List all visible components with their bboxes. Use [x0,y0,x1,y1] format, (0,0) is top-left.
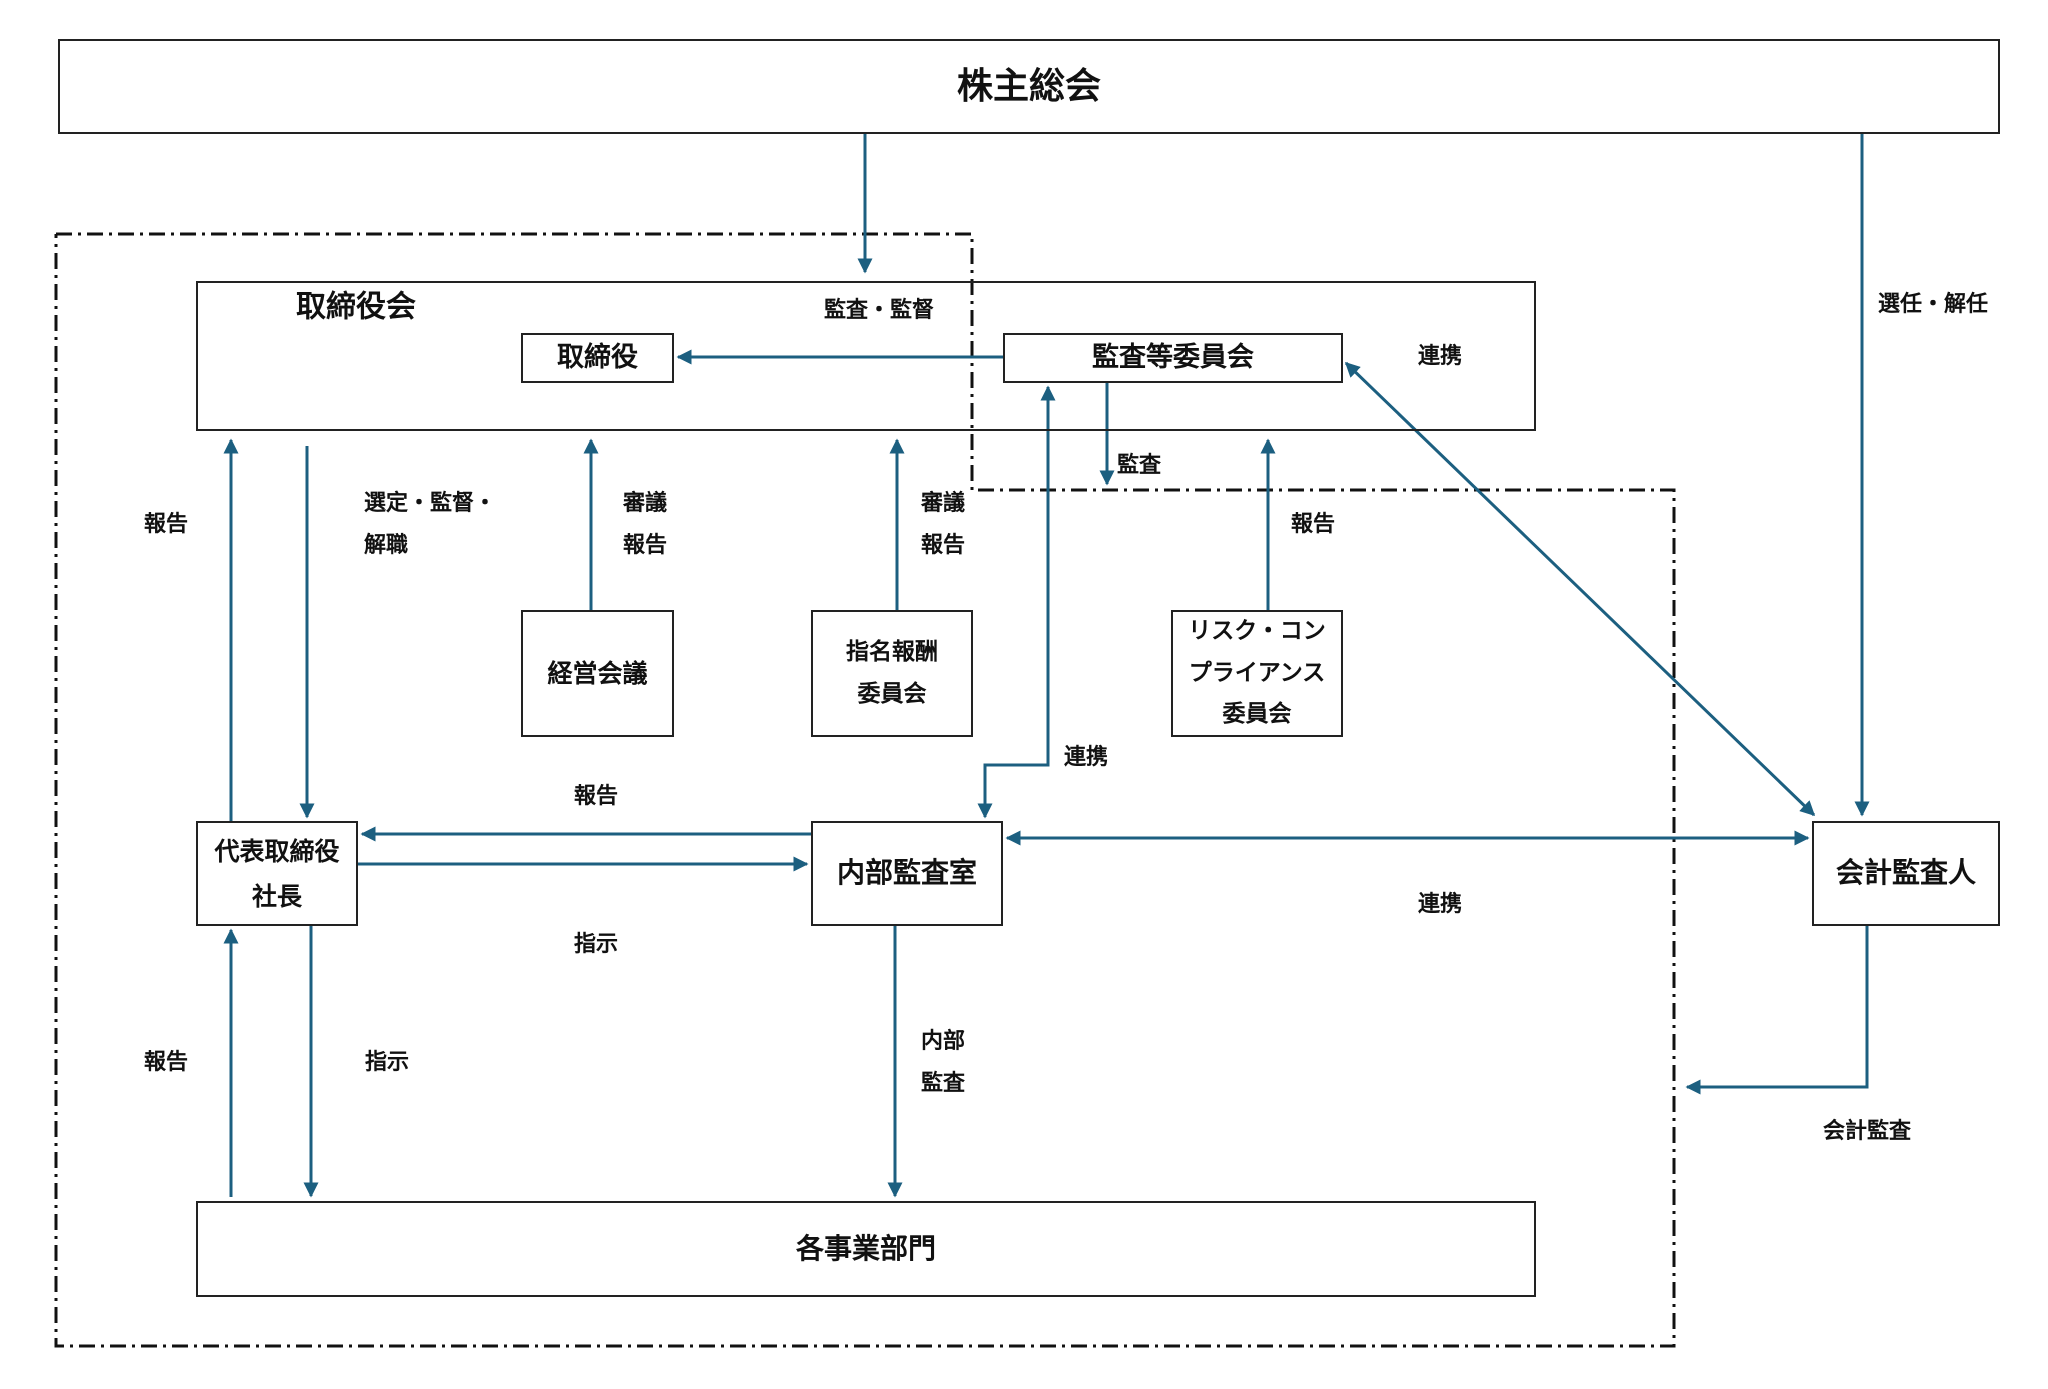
label-division-instruct: 指示 [364,1050,410,1076]
nomination-committee-line-1: 指名報酬 [846,639,938,666]
label-board-select-2: 解職 [364,533,409,558]
label-internal-report: 報告 [573,784,619,810]
board-of-directors-box [196,281,1536,431]
arrow-audit-committee-internal-audit-coop [977,385,1056,819]
label-president-report-to-board: 報告 [143,512,189,538]
label-audit: 監査 [1117,453,1162,479]
label-management-deliberate-1: 審議 [622,491,668,517]
arrow-accounting-audit [1685,926,1869,1095]
president-box: 代表取締役 社長 [196,821,358,926]
business-divisions-box: 各事業部門 [196,1201,1536,1297]
label-board-select: 選定・監督・ 解職 [364,483,496,567]
accounting-auditor-box: 会計監査人 [1812,821,2000,926]
president-line-1: 代表取締役 [214,836,340,866]
management-meeting-label: 経営会議 [547,658,648,688]
label-accounting-audit: 会計監査 [1822,1119,1912,1145]
label-audit-supervision: 監査・監督 [823,298,935,324]
accounting-auditor-label: 会計監査人 [1835,856,1976,890]
arrow-audit-committee-auditor-coop [1344,361,1816,817]
risk-committee-line-3: 委員会 [1222,701,1292,728]
nomination-committee-line-2: 委員会 [857,680,927,707]
nomination-compensation-committee-box: 指名報酬 委員会 [811,610,973,737]
label-president-instruct: 指示 [573,932,619,958]
directors-label: 取締役 [557,342,638,374]
directors-box: 取締役 [521,333,674,383]
label-board-select-1: 選定・監督・ [364,491,497,517]
label-auditor-coop: 連携 [1417,892,1463,918]
board-of-directors-label: 取締役会 [296,289,416,325]
risk-compliance-committee-box: リスク・コン プライアンス 委員会 [1171,610,1343,737]
label-management-deliberate-2: 報告 [622,533,668,558]
shareholders-meeting-box: 株主総会 [58,39,2000,134]
internal-audit-office-label: 内部監査室 [836,856,977,890]
risk-committee-line-2: プライアンス [1188,659,1326,686]
president-line-2: 社長 [251,881,302,911]
label-internal-audit-2: 監査 [920,1071,966,1096]
label-nomination-deliberate-1: 審議 [920,491,966,517]
label-management-deliberate: 審議 報告 [623,483,667,567]
label-division-report: 報告 [143,1050,189,1076]
label-nomination-deliberate: 審議 報告 [921,483,965,567]
label-audit-committee-coop: 連携 [1417,344,1463,370]
risk-committee-line-1: リスク・コン [1188,618,1326,645]
shareholders-meeting-label: 株主総会 [956,65,1101,107]
label-appoint-dismiss: 選任・解任 [1877,292,1989,318]
audit-committee-box: 監査等委員会 [1003,333,1343,383]
audit-committee-label: 監査等委員会 [1092,342,1254,374]
label-internal-audit-1: 内部 [920,1029,966,1055]
label-internal-audit-coop: 連携 [1063,745,1109,771]
internal-audit-office-box: 内部監査室 [811,821,1003,926]
business-divisions-label: 各事業部門 [795,1231,936,1265]
label-risk-report: 報告 [1290,512,1336,538]
management-meeting-box: 経営会議 [521,610,674,737]
label-internal-audit: 内部 監査 [921,1021,965,1105]
label-nomination-deliberate-2: 報告 [920,533,966,558]
